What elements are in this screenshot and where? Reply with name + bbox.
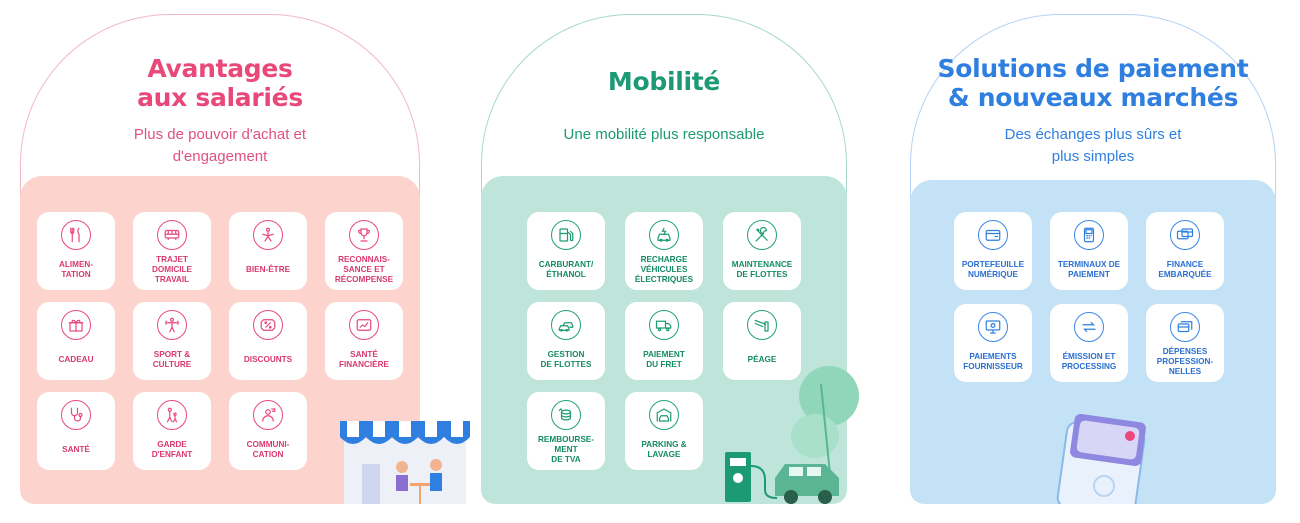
panel-payment-solutions: Solutions de paiement & nouveaux marchés… xyxy=(910,14,1276,504)
tile-label: BIEN-ÊTRE xyxy=(245,264,291,274)
tile-label: TRAJET DOMICILE TRAVAIL xyxy=(151,255,193,284)
cutlery-icon xyxy=(61,220,91,250)
tile-remboursement-tva[interactable]: REMBOURSE- MENT DE TVA xyxy=(527,392,605,470)
truck-icon xyxy=(649,310,679,340)
tile-label: GARDE D'ENFANT xyxy=(151,439,193,459)
discount-icon xyxy=(253,310,283,340)
tile-parking-lavage[interactable]: PARKING & LAVAGE xyxy=(625,392,703,470)
communication-icon xyxy=(253,400,283,430)
tile-label: RECHARGE VÉHICULES ÉLECTRIQUES xyxy=(634,255,694,284)
tile-label: SANTÉ xyxy=(62,444,90,454)
tile-gestion-flottes[interactable]: GESTION DE FLOTTES xyxy=(527,302,605,380)
electric-car-illustration xyxy=(725,366,859,504)
phone-card-illustration xyxy=(1056,414,1146,504)
embedded-finance-icon xyxy=(1170,220,1200,250)
panel-mobility: Mobilité Une mobilité plus responsable C… xyxy=(481,14,859,504)
wellness-icon xyxy=(253,220,283,250)
tile-label: ÉMISSION ET PROCESSING xyxy=(1061,351,1117,371)
panel-title-line2: & nouveaux marchés xyxy=(947,83,1239,112)
panel-subtitle: Plus de pouvoir d'achat et d'engagement xyxy=(20,124,420,168)
tile-sante[interactable]: SANTÉ xyxy=(37,392,115,470)
tile-label: PORTEFEUILLE NUMÉRIQUE xyxy=(961,259,1025,279)
tile-label: REMBOURSE- MENT DE TVA xyxy=(538,435,594,464)
tile-sport-culture[interactable]: SPORT & CULTURE xyxy=(133,302,211,380)
terminal-icon xyxy=(1074,220,1104,250)
supplier-payment-icon xyxy=(978,312,1008,342)
panel-title-line2: aux salariés xyxy=(137,83,303,112)
panel-title: Solutions de paiement & nouveaux marchés xyxy=(910,54,1276,112)
tile-trajet-domicile-travail[interactable]: TRAJET DOMICILE TRAVAIL xyxy=(133,212,211,290)
tile-label: SPORT & CULTURE xyxy=(152,349,192,369)
expenses-icon xyxy=(1170,312,1200,342)
refund-icon xyxy=(551,400,581,430)
tile-label: PARKING & LAVAGE xyxy=(641,439,687,459)
tile-label: CARBURANT/ ÉTHANOL xyxy=(538,259,594,279)
tile-label: CADEAU xyxy=(58,354,94,364)
panel-subtitle-line2: d'engagement xyxy=(172,148,268,165)
fleet-icon xyxy=(551,310,581,340)
tile-portefeuille-numerique[interactable]: PORTEFEUILLE NUMÉRIQUE xyxy=(954,212,1032,290)
tile-paiements-fournisseur[interactable]: PAIEMENTS FOURNISSEUR xyxy=(954,304,1032,382)
tile-label: DISCOUNTS xyxy=(243,354,293,364)
tile-reconnaissance[interactable]: RECONNAIS- SANCE ET RÉCOMPENSE xyxy=(325,212,403,290)
fuel-pump-icon xyxy=(551,220,581,250)
tile-label: PAIEMENTS FOURNISSEUR xyxy=(963,351,1023,371)
parking-icon xyxy=(649,400,679,430)
gift-icon xyxy=(61,310,91,340)
shop-illustration xyxy=(340,421,470,504)
panel-title: Mobilité xyxy=(481,67,847,96)
childcare-icon xyxy=(157,400,187,430)
tile-discounts[interactable]: DISCOUNTS xyxy=(229,302,307,380)
tile-label: FINANCE EMBARQUÉE xyxy=(1158,259,1212,279)
tile-terminaux-paiement[interactable]: TERMINAUX DE PAIEMENT xyxy=(1050,212,1128,290)
tile-label: DÉPENSES PROFESSION- NELLES xyxy=(1156,347,1214,376)
tile-peage[interactable]: PÉAGE xyxy=(723,302,801,380)
bus-icon xyxy=(157,220,187,250)
panel-employee-benefits: Avantages aux salariés Plus de pouvoir d… xyxy=(20,14,470,504)
tile-label: SANTÉ FINANCIÈRE xyxy=(338,349,390,369)
tile-communication[interactable]: COMMUNI- CATION xyxy=(229,392,307,470)
tile-recharge-ev[interactable]: RECHARGE VÉHICULES ÉLECTRIQUES xyxy=(625,212,703,290)
panel-subtitle-line2: plus simples xyxy=(1051,148,1135,165)
tile-paiement-fret[interactable]: PAIEMENT DU FRET xyxy=(625,302,703,380)
tile-emission-processing[interactable]: ÉMISSION ET PROCESSING xyxy=(1050,304,1128,382)
panel-title-line1: Solutions de paiement xyxy=(937,54,1249,83)
tile-depenses-professionnelles[interactable]: DÉPENSES PROFESSION- NELLES xyxy=(1146,304,1224,382)
panel-subtitle-line1: Des échanges plus sûrs et xyxy=(1004,126,1182,143)
exchange-icon xyxy=(1074,312,1104,342)
tile-label: COMMUNI- CATION xyxy=(246,439,290,459)
tile-label: ALIMEN- TATION xyxy=(58,259,94,279)
panel-subtitle-line1: Une mobilité plus responsable xyxy=(563,126,765,143)
stethoscope-icon xyxy=(61,400,91,430)
tile-carburant[interactable]: CARBURANT/ ÉTHANOL xyxy=(527,212,605,290)
toll-icon xyxy=(747,310,777,340)
tile-sante-financiere[interactable]: SANTÉ FINANCIÈRE xyxy=(325,302,403,380)
finance-health-icon xyxy=(349,310,379,340)
tile-alimentation[interactable]: ALIMEN- TATION xyxy=(37,212,115,290)
tile-label: GESTION DE FLOTTES xyxy=(540,349,592,369)
tools-icon xyxy=(747,220,777,250)
tile-finance-embarquee[interactable]: FINANCE EMBARQUÉE xyxy=(1146,212,1224,290)
panel-subtitle: Des échanges plus sûrs et plus simples xyxy=(910,124,1276,168)
tile-cadeau[interactable]: CADEAU xyxy=(37,302,115,380)
tile-label: PÉAGE xyxy=(747,354,777,364)
tile-label: RECONNAIS- SANCE ET RÉCOMPENSE xyxy=(334,255,394,284)
panel-title-line1: Mobilité xyxy=(607,67,721,96)
tile-label: TERMINAUX DE PAIEMENT xyxy=(1057,259,1121,279)
tile-bien-etre[interactable]: BIEN-ÊTRE xyxy=(229,212,307,290)
tile-garde-enfant[interactable]: GARDE D'ENFANT xyxy=(133,392,211,470)
panel-subtitle-line1: Plus de pouvoir d'achat et xyxy=(133,126,307,143)
tile-label: MAINTENANCE DE FLOTTES xyxy=(731,259,793,279)
panel-subtitle: Une mobilité plus responsable xyxy=(481,124,847,146)
panel-title-line1: Avantages xyxy=(147,54,293,83)
wallet-icon xyxy=(978,220,1008,250)
sport-icon xyxy=(157,310,187,340)
tile-label: PAIEMENT DU FRET xyxy=(643,349,685,369)
trophy-icon xyxy=(349,220,379,250)
panel-title: Avantages aux salariés xyxy=(20,54,420,112)
ev-charge-icon xyxy=(649,220,679,250)
tile-maintenance-flottes[interactable]: MAINTENANCE DE FLOTTES xyxy=(723,212,801,290)
